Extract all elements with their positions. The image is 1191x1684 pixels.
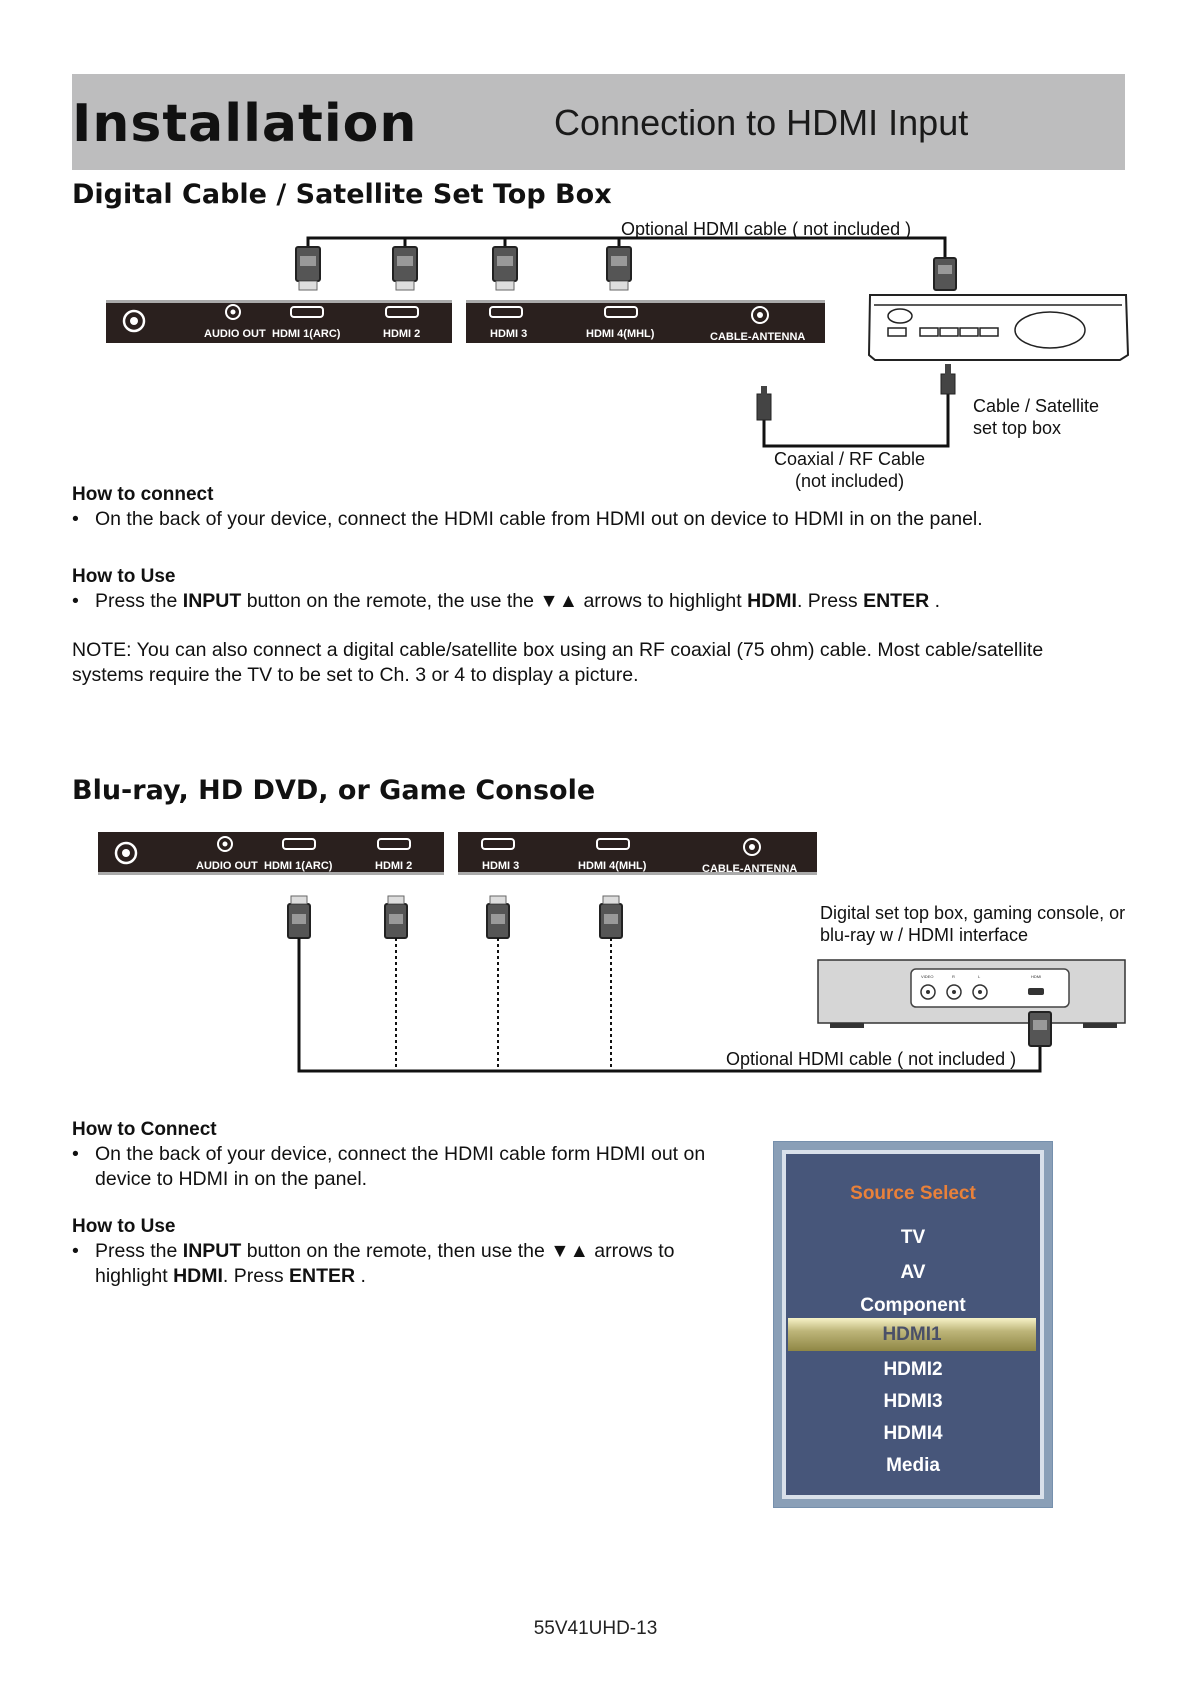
arrow-glyphs: ▼▲ bbox=[539, 590, 579, 612]
hdmi-plug-1 bbox=[295, 246, 321, 291]
port-label-video: VIDEO bbox=[921, 974, 933, 979]
s1-connect-heading: How to connect bbox=[72, 484, 214, 505]
section1-title: Digital Cable / Satellite Set Top Box bbox=[72, 179, 612, 210]
hdmi-plug-4 bbox=[606, 246, 632, 291]
hdmi-plug-b4 bbox=[599, 895, 623, 939]
s2-use-bullet: • Press the INPUT button on the remote, … bbox=[72, 1240, 675, 1287]
bullet-dot: • bbox=[72, 508, 79, 530]
label-hdmi3: HDMI 3 bbox=[490, 328, 527, 340]
label-hdmi4: HDMI 4(MHL) bbox=[586, 328, 655, 340]
menu-item-hdmi3[interactable]: HDMI3 bbox=[883, 1391, 943, 1412]
coax-label-line2: (not included) bbox=[795, 471, 905, 491]
diagram-set-top-box: AUDIO OUT HDMI 1(ARC) HDMI 2 HDMI 3 HDMI… bbox=[106, 236, 1130, 448]
menu-item-component[interactable]: Component bbox=[860, 1295, 966, 1316]
label-hdmi1-2: HDMI 1(ARC) bbox=[264, 860, 333, 872]
arrow-glyphs: ▼▲ bbox=[550, 1240, 589, 1262]
bullet-dot: • bbox=[72, 1240, 79, 1262]
device-label-line2: blu-ray w / HDMI interface bbox=[820, 925, 1029, 945]
page-footer: 55V41UHD-13 bbox=[533, 1618, 658, 1639]
device-hdmi-plug bbox=[1028, 1011, 1052, 1047]
hdmi-plug-3 bbox=[492, 246, 518, 291]
menu-item-hdmi1[interactable]: HDMI1 bbox=[788, 1318, 1036, 1351]
label-audio-out-2: AUDIO OUT bbox=[196, 860, 258, 872]
menu-item-hdmi4[interactable]: HDMI4 bbox=[883, 1423, 943, 1444]
hdmi-plug-2 bbox=[392, 246, 418, 291]
menu-item-media[interactable]: Media bbox=[886, 1455, 940, 1476]
tv-panel-right: HDMI 3 HDMI 4(MHL) CABLE-ANTENNA bbox=[466, 300, 825, 343]
label-hdmi2-2: HDMI 2 bbox=[375, 860, 412, 872]
diagram-game-console: AUDIO OUT HDMI 1(ARC) HDMI 2 HDMI 3 HDMI… bbox=[98, 832, 1126, 1073]
s2-use-heading: How to Use bbox=[72, 1216, 176, 1237]
menu-item-hdmi2[interactable]: HDMI2 bbox=[883, 1359, 943, 1380]
s1-use-heading: How to Use bbox=[72, 566, 176, 587]
label-hdmi3-2: HDMI 3 bbox=[482, 860, 519, 872]
label-cable-antenna: CABLE-ANTENNA bbox=[710, 331, 805, 343]
port-label-hdmi: HDMI bbox=[1031, 974, 1041, 979]
menu-item-tv[interactable]: TV bbox=[900, 1227, 926, 1248]
coax-cable-line bbox=[762, 392, 950, 448]
hdmi-cable-label-2: Optional HDMI cable ( not included ) bbox=[726, 1049, 1017, 1069]
label-cable-antenna-2: CABLE-ANTENNA bbox=[702, 863, 797, 875]
tv-panel-left-2: AUDIO OUT HDMI 1(ARC) HDMI 2 bbox=[98, 832, 444, 875]
label-hdmi4-2: HDMI 4(MHL) bbox=[578, 860, 647, 872]
hdmi-plug-b3 bbox=[486, 895, 510, 939]
source-select-menu: Source Select TV AV Component HDMI1 HDMI… bbox=[773, 1141, 1053, 1508]
s2-connect-heading: How to Connect bbox=[72, 1119, 217, 1140]
section2-title: Blu-ray, HD DVD, or Game Console bbox=[72, 775, 596, 806]
s2-connect-bullet: • On the back of your device, connect th… bbox=[72, 1143, 706, 1190]
bullet-dot: • bbox=[72, 1143, 79, 1165]
hdmi-plug-b2 bbox=[384, 895, 408, 939]
menu-title: Source Select bbox=[850, 1183, 976, 1204]
tv-panel-left: AUDIO OUT HDMI 1(ARC) HDMI 2 bbox=[106, 300, 452, 343]
bullet-dot: • bbox=[72, 590, 79, 612]
coax-label-line1: Coaxial / RF Cable bbox=[774, 449, 926, 469]
stb-label-line2: set top box bbox=[973, 418, 1062, 438]
s1-note: NOTE: You can also connect a digital cab… bbox=[72, 639, 1044, 686]
page-subtitle: Connection to HDMI Input bbox=[554, 102, 969, 143]
coax-plug-left bbox=[756, 386, 772, 421]
s1-connect-bullet: • On the back of your device, connect th… bbox=[72, 508, 983, 530]
coax-plug-right bbox=[940, 364, 956, 395]
media-device: VIDEO R L HDMI bbox=[817, 959, 1126, 1028]
label-audio-out: AUDIO OUT bbox=[204, 328, 266, 340]
label-hdmi1: HDMI 1(ARC) bbox=[272, 328, 341, 340]
menu-item-av[interactable]: AV bbox=[900, 1262, 926, 1283]
header-band bbox=[72, 74, 1125, 170]
hdmi-cable-line-2 bbox=[297, 938, 1042, 1073]
label-hdmi2: HDMI 2 bbox=[383, 328, 420, 340]
page-title: Installation bbox=[72, 94, 418, 154]
set-top-box bbox=[867, 294, 1130, 361]
port-label-r: R bbox=[952, 974, 955, 979]
device-label-line1: Digital set top box, gaming console, or bbox=[820, 903, 1126, 923]
stb-label-line1: Cable / Satellite bbox=[973, 396, 1100, 416]
hdmi-plug-b1 bbox=[287, 895, 311, 939]
hdmi-cable-label: Optional HDMI cable ( not included ) bbox=[621, 219, 912, 239]
stb-hdmi-plug bbox=[933, 257, 957, 291]
s1-use-bullet: • Press the INPUT button on the remote, … bbox=[72, 590, 940, 612]
port-label-l: L bbox=[978, 974, 981, 979]
hdmi-cable-line bbox=[306, 236, 947, 258]
tv-panel-right-2: HDMI 3 HDMI 4(MHL) CABLE-ANTENNA bbox=[458, 832, 817, 875]
